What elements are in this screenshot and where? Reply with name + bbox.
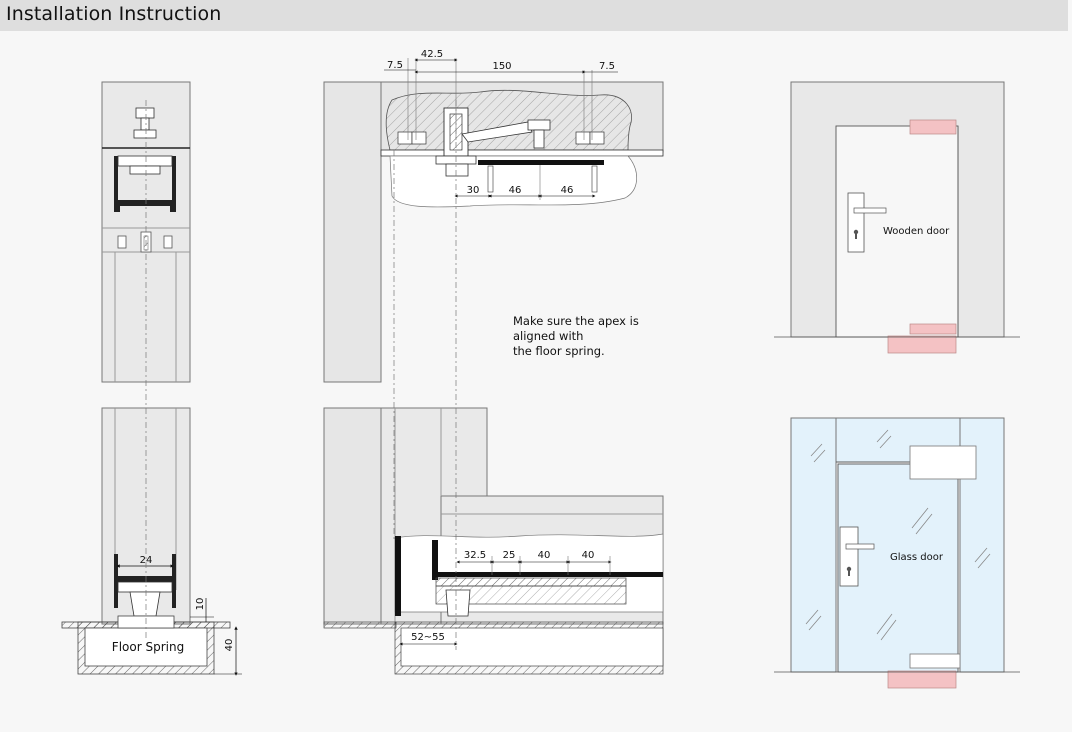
dim-bottom-32-5: 32.5 xyxy=(464,550,486,561)
glass-door-label: Glass door xyxy=(890,552,944,563)
header-bar: Installation Instruction xyxy=(0,0,1068,31)
page-title: Installation Instruction xyxy=(6,3,222,25)
dim-bottom-52-55: 52~55 xyxy=(411,632,445,643)
dim-top-7-5-right: 7.5 xyxy=(599,61,615,72)
wooden-door-elevation: Wooden door xyxy=(774,81,1020,354)
dim-gap: 10 xyxy=(195,598,206,611)
dim-bottom-40-a: 40 xyxy=(538,550,551,561)
dim-top-7-5-left: 7.5 xyxy=(387,60,403,71)
floor-spring-label: Floor Spring xyxy=(112,640,184,654)
alignment-note: Make sure the apex is aligned with the f… xyxy=(513,314,643,358)
dim-top-150: 150 xyxy=(492,61,511,72)
dim-top-46-b: 46 xyxy=(561,185,574,196)
dim-bottom-25: 25 xyxy=(503,550,516,561)
middle-bottom-view: 32.5 25 40 40 52~55 xyxy=(323,407,664,675)
left-floor-section: Floor Spring 24 10 40 xyxy=(61,407,242,676)
glass-door-elevation: Glass door xyxy=(774,417,1020,689)
dim-top-42-5: 42.5 xyxy=(421,49,443,60)
wooden-door-label: Wooden door xyxy=(883,226,950,237)
dim-top-46-a: 46 xyxy=(509,185,522,196)
dim-depth: 40 xyxy=(224,639,235,652)
dim-bottom-40-b: 40 xyxy=(582,550,595,561)
middle-top-view: 7.5 42.5 150 7.5 30 46 46 xyxy=(323,49,664,383)
dim-top-30: 30 xyxy=(467,185,480,196)
dim-rail-width: 24 xyxy=(140,555,153,566)
